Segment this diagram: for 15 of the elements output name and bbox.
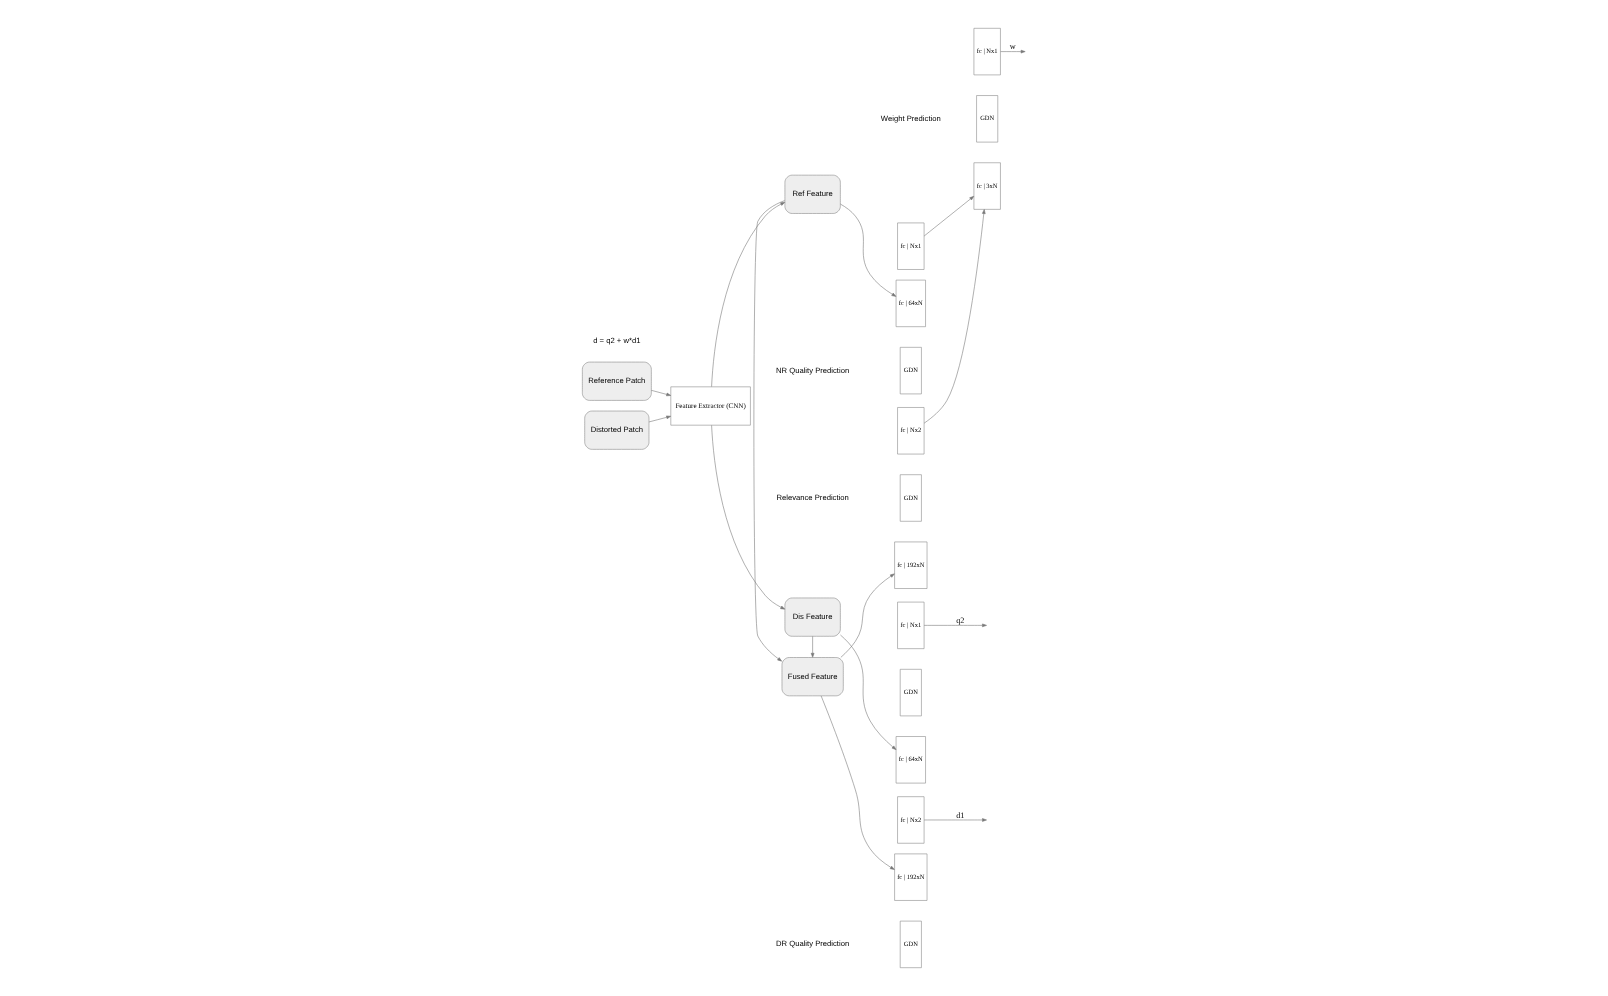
arrow bbox=[923, 818, 987, 822]
arrow bbox=[648, 415, 671, 423]
arrow bbox=[840, 203, 897, 297]
arrow bbox=[753, 200, 785, 662]
arrow bbox=[923, 209, 986, 424]
arrow bbox=[711, 202, 786, 387]
arrow bbox=[810, 636, 815, 658]
arrow bbox=[840, 573, 895, 658]
arrow bbox=[923, 623, 987, 628]
arrow bbox=[820, 695, 895, 870]
arrow bbox=[651, 390, 672, 397]
arrow bbox=[1000, 49, 1026, 54]
arrow bbox=[840, 634, 897, 750]
arrow bbox=[923, 196, 975, 237]
arrow bbox=[711, 425, 786, 610]
